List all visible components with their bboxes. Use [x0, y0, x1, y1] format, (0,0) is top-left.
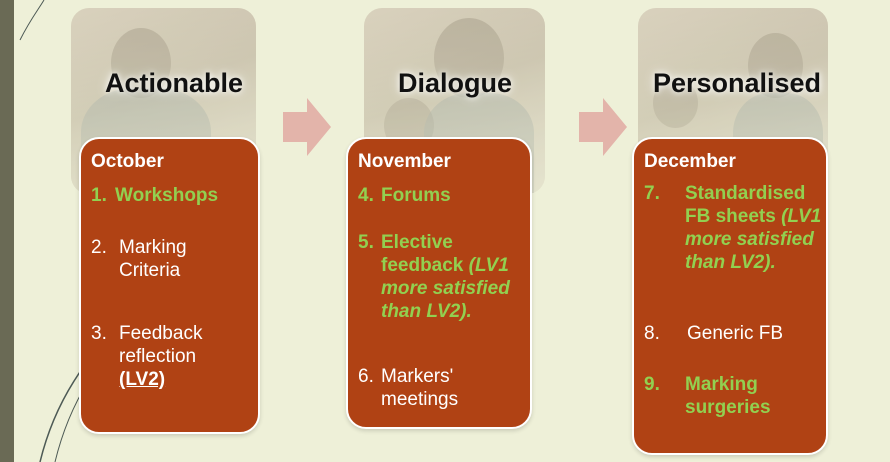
item-number: 7. — [644, 183, 660, 204]
card-december: December 7. Standardised FB sheets (LV1 … — [632, 137, 828, 455]
card-month: December — [644, 151, 736, 172]
card-november: November 4. Forums 5. Elective feedback … — [346, 137, 532, 429]
item-text: Marking surgeries — [685, 374, 771, 418]
arrow-right-icon — [579, 98, 627, 156]
item-number: 4. — [358, 185, 374, 206]
item-text: Markers' meetings — [381, 366, 459, 410]
item-text: Elective feedback — [381, 232, 464, 276]
item-number: 6. — [358, 366, 374, 387]
item-number: 2. — [91, 237, 107, 258]
item-number: 9. — [644, 374, 660, 395]
column-heading-dialogue: Dialogue — [397, 68, 512, 98]
column-heading-personalised: Personalised — [652, 68, 822, 98]
item-level-label: (LV2) — [119, 369, 166, 390]
column-heading-actionable: Actionable — [104, 68, 244, 98]
item-number: 8. — [644, 323, 660, 344]
item-text: Generic FB — [687, 323, 784, 344]
card-month: October — [91, 151, 164, 172]
item-text: Feedback reflection — [119, 323, 203, 367]
card-october: October 1. Workshops 2. Marking Criteria… — [79, 137, 260, 434]
item-note: (LV1 more satisfied than LV2). — [381, 255, 510, 322]
item-text: Marking Criteria — [119, 237, 187, 281]
item-note: (LV1 more satisfied than LV2). — [685, 206, 822, 273]
item-number: 5. — [358, 232, 374, 253]
card-month: November — [358, 151, 451, 172]
item-number: 3. — [91, 323, 107, 344]
arrow-right-icon — [283, 98, 331, 156]
item-text: Workshops — [115, 185, 219, 206]
item-text: Standardised FB sheets — [685, 183, 806, 227]
item-text: Forums — [381, 185, 451, 206]
item-number: 1. — [91, 185, 107, 206]
left-accent-stripe — [0, 0, 14, 462]
